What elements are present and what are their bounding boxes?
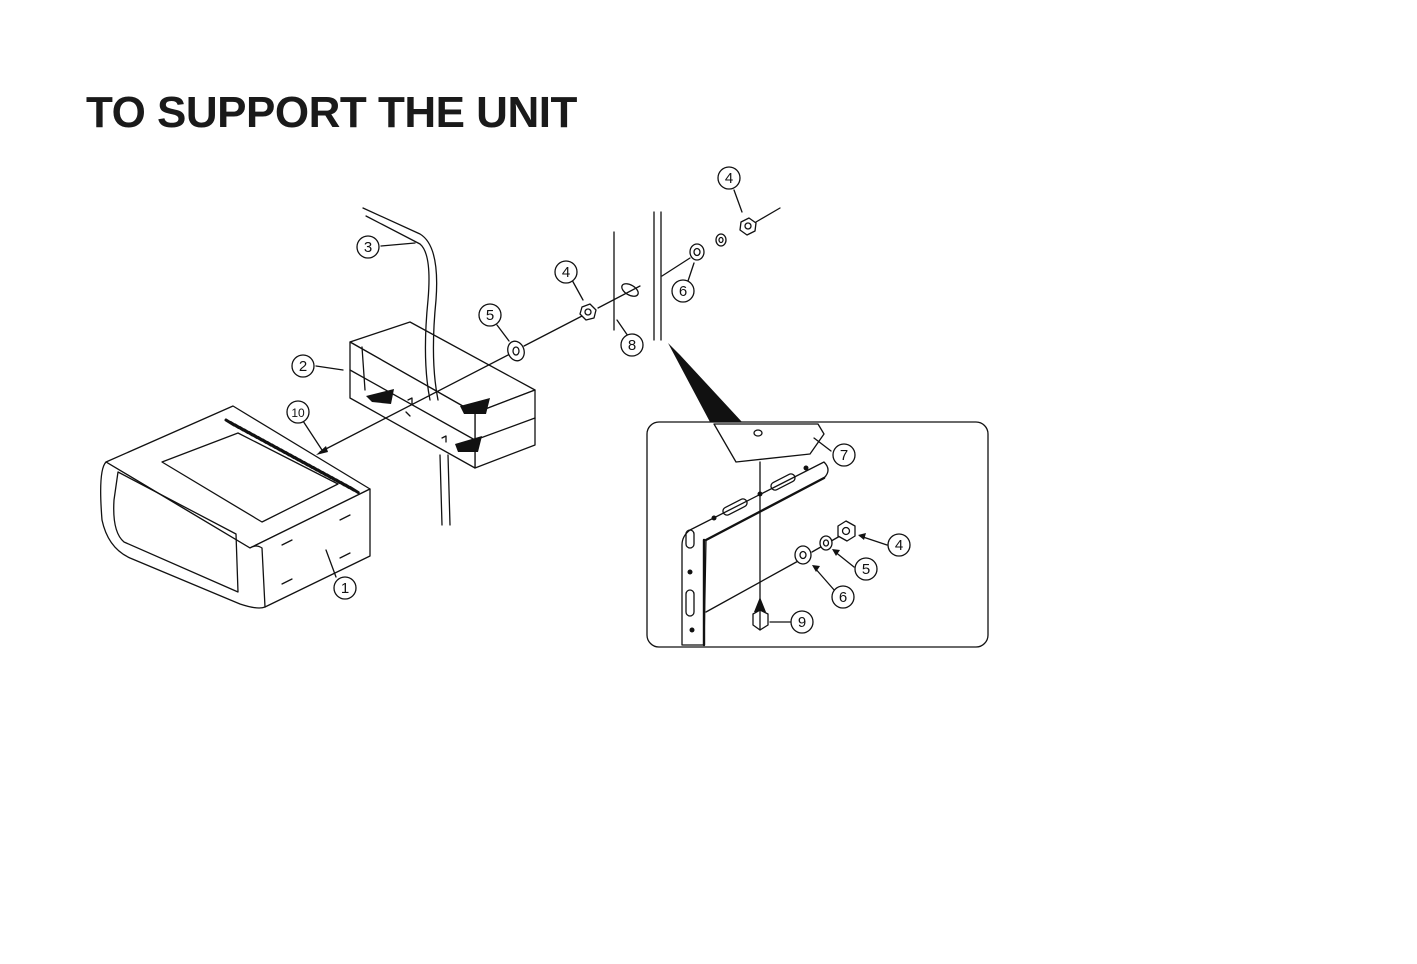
mounting-sleeve [350,322,535,468]
detail-inset [647,422,988,647]
head-unit [101,406,370,608]
svg-text:9: 9 [798,614,806,631]
callout-3: 3 [357,236,379,258]
callout-4: 4 [555,261,577,283]
callout-8: 8 [621,334,643,356]
svg-text:4: 4 [725,170,733,187]
svg-text:1: 1 [341,580,349,597]
svg-text:7: 7 [840,447,848,464]
svg-text:2: 2 [299,358,307,375]
callout-1: 1 [334,577,356,599]
svg-text:6: 6 [679,283,687,300]
svg-text:5: 5 [486,307,494,324]
callout-7: 7 [833,444,855,466]
callout-4: 4 [888,534,910,556]
callout-4: 4 [718,167,740,189]
svg-text:6: 6 [839,589,847,606]
callout-6: 6 [672,280,694,302]
svg-text:8: 8 [628,337,636,354]
svg-text:4: 4 [895,537,903,554]
callout-6: 6 [832,586,854,608]
callout-5: 5 [855,558,877,580]
svg-text:4: 4 [562,264,570,281]
callout-2: 2 [292,355,314,377]
callout-9: 9 [791,611,813,633]
svg-text:5: 5 [862,561,870,578]
svg-text:3: 3 [364,239,372,256]
callout-10: 10 [287,401,309,423]
svg-text:10: 10 [291,406,305,420]
firewall-panel [614,212,661,340]
callout-5: 5 [479,304,501,326]
zoom-pointer [668,343,742,422]
